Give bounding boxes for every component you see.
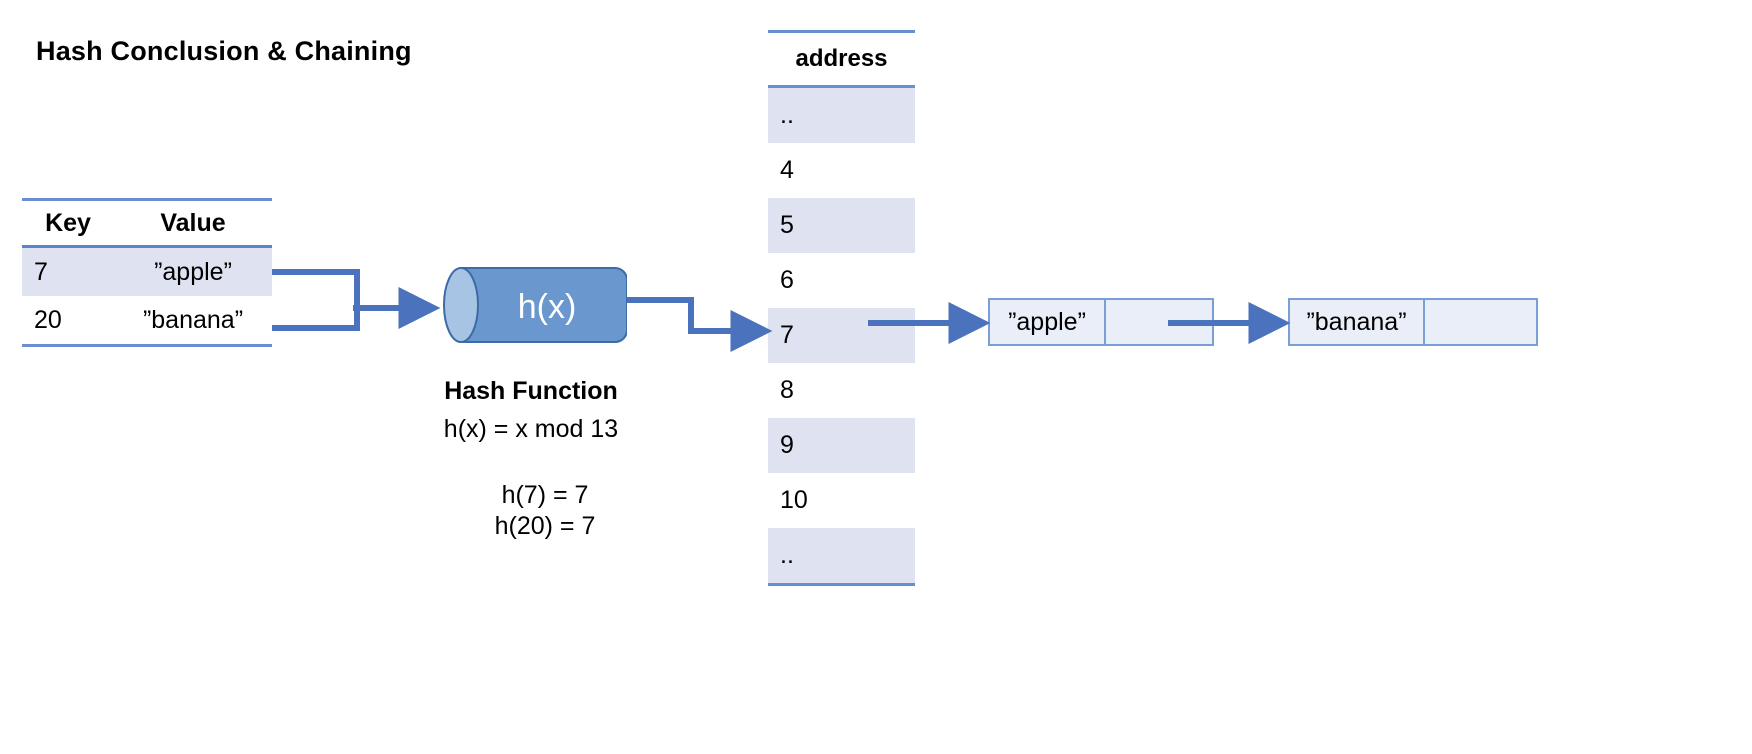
hash-eval-line: h(7) = 7: [501, 481, 589, 509]
kv-table-mid-rule: [22, 245, 272, 248]
kv-table-header-row: Key Value: [22, 201, 272, 245]
list-item: ”banana”: [1288, 298, 1538, 346]
address-table: address .. 4 5 6 7 8 9 10 ..: [768, 30, 915, 586]
address-table-header: address: [795, 45, 888, 72]
hash-evaluations: h(7) = 7 h(20) = 7: [410, 480, 680, 541]
arrow-key20-to-hash: [272, 308, 360, 331]
page-title: Hash Conclusion & Chaining: [36, 36, 412, 66]
address-row-5: 5: [768, 198, 915, 253]
kv-cell-value: ”banana”: [142, 305, 244, 334]
address-row-9: 9: [768, 418, 915, 473]
cylinder-label: h(x): [518, 288, 577, 326]
hash-eval-line: h(20) = 7: [494, 511, 596, 540]
node-value: ”banana”: [1290, 300, 1425, 344]
table-row: 7 ”apple”: [22, 248, 272, 296]
address-row-dots-top: ..: [768, 88, 915, 143]
address-table-bottom-rule: [768, 583, 915, 586]
kv-header-key: Key: [45, 208, 91, 237]
arrow-hash-to-address-7: [627, 297, 773, 352]
node-pointer-cell: [1106, 300, 1212, 344]
address-row-dots-bottom: ..: [768, 528, 915, 583]
address-row-4: 4: [780, 156, 794, 184]
node-value: ”apple”: [990, 300, 1106, 344]
hash-function-title: Hash Function: [444, 377, 618, 405]
arrow-key7-to-hash: [272, 269, 360, 308]
node-pointer-cell: [1425, 300, 1536, 344]
kv-header-value: Value: [160, 208, 226, 237]
hash-function-cylinder: h(x): [437, 256, 628, 354]
key-value-table: Key Value 7 ”apple” 20 ”banana”: [22, 198, 272, 347]
table-row: 20 ”banana”: [22, 296, 272, 344]
kv-table-top-rule: [22, 198, 272, 201]
hash-function-formula: h(x) = x mod 13: [443, 415, 619, 443]
address-row-6: 6: [780, 266, 794, 294]
kv-cell-value: ”apple”: [154, 257, 232, 286]
kv-table-bottom-rule: [22, 344, 272, 347]
list-item: ”apple”: [988, 298, 1214, 346]
kv-cell-key: 20: [34, 305, 62, 334]
kv-cell-key: 7: [34, 257, 48, 286]
address-row-8: 8: [780, 376, 794, 404]
address-row-7: 7: [768, 308, 915, 363]
cylinder-icon: h(x): [443, 267, 628, 343]
address-table-mid-rule: [768, 85, 915, 88]
address-table-top-rule: [768, 30, 915, 33]
address-row-10: 10: [780, 486, 808, 514]
